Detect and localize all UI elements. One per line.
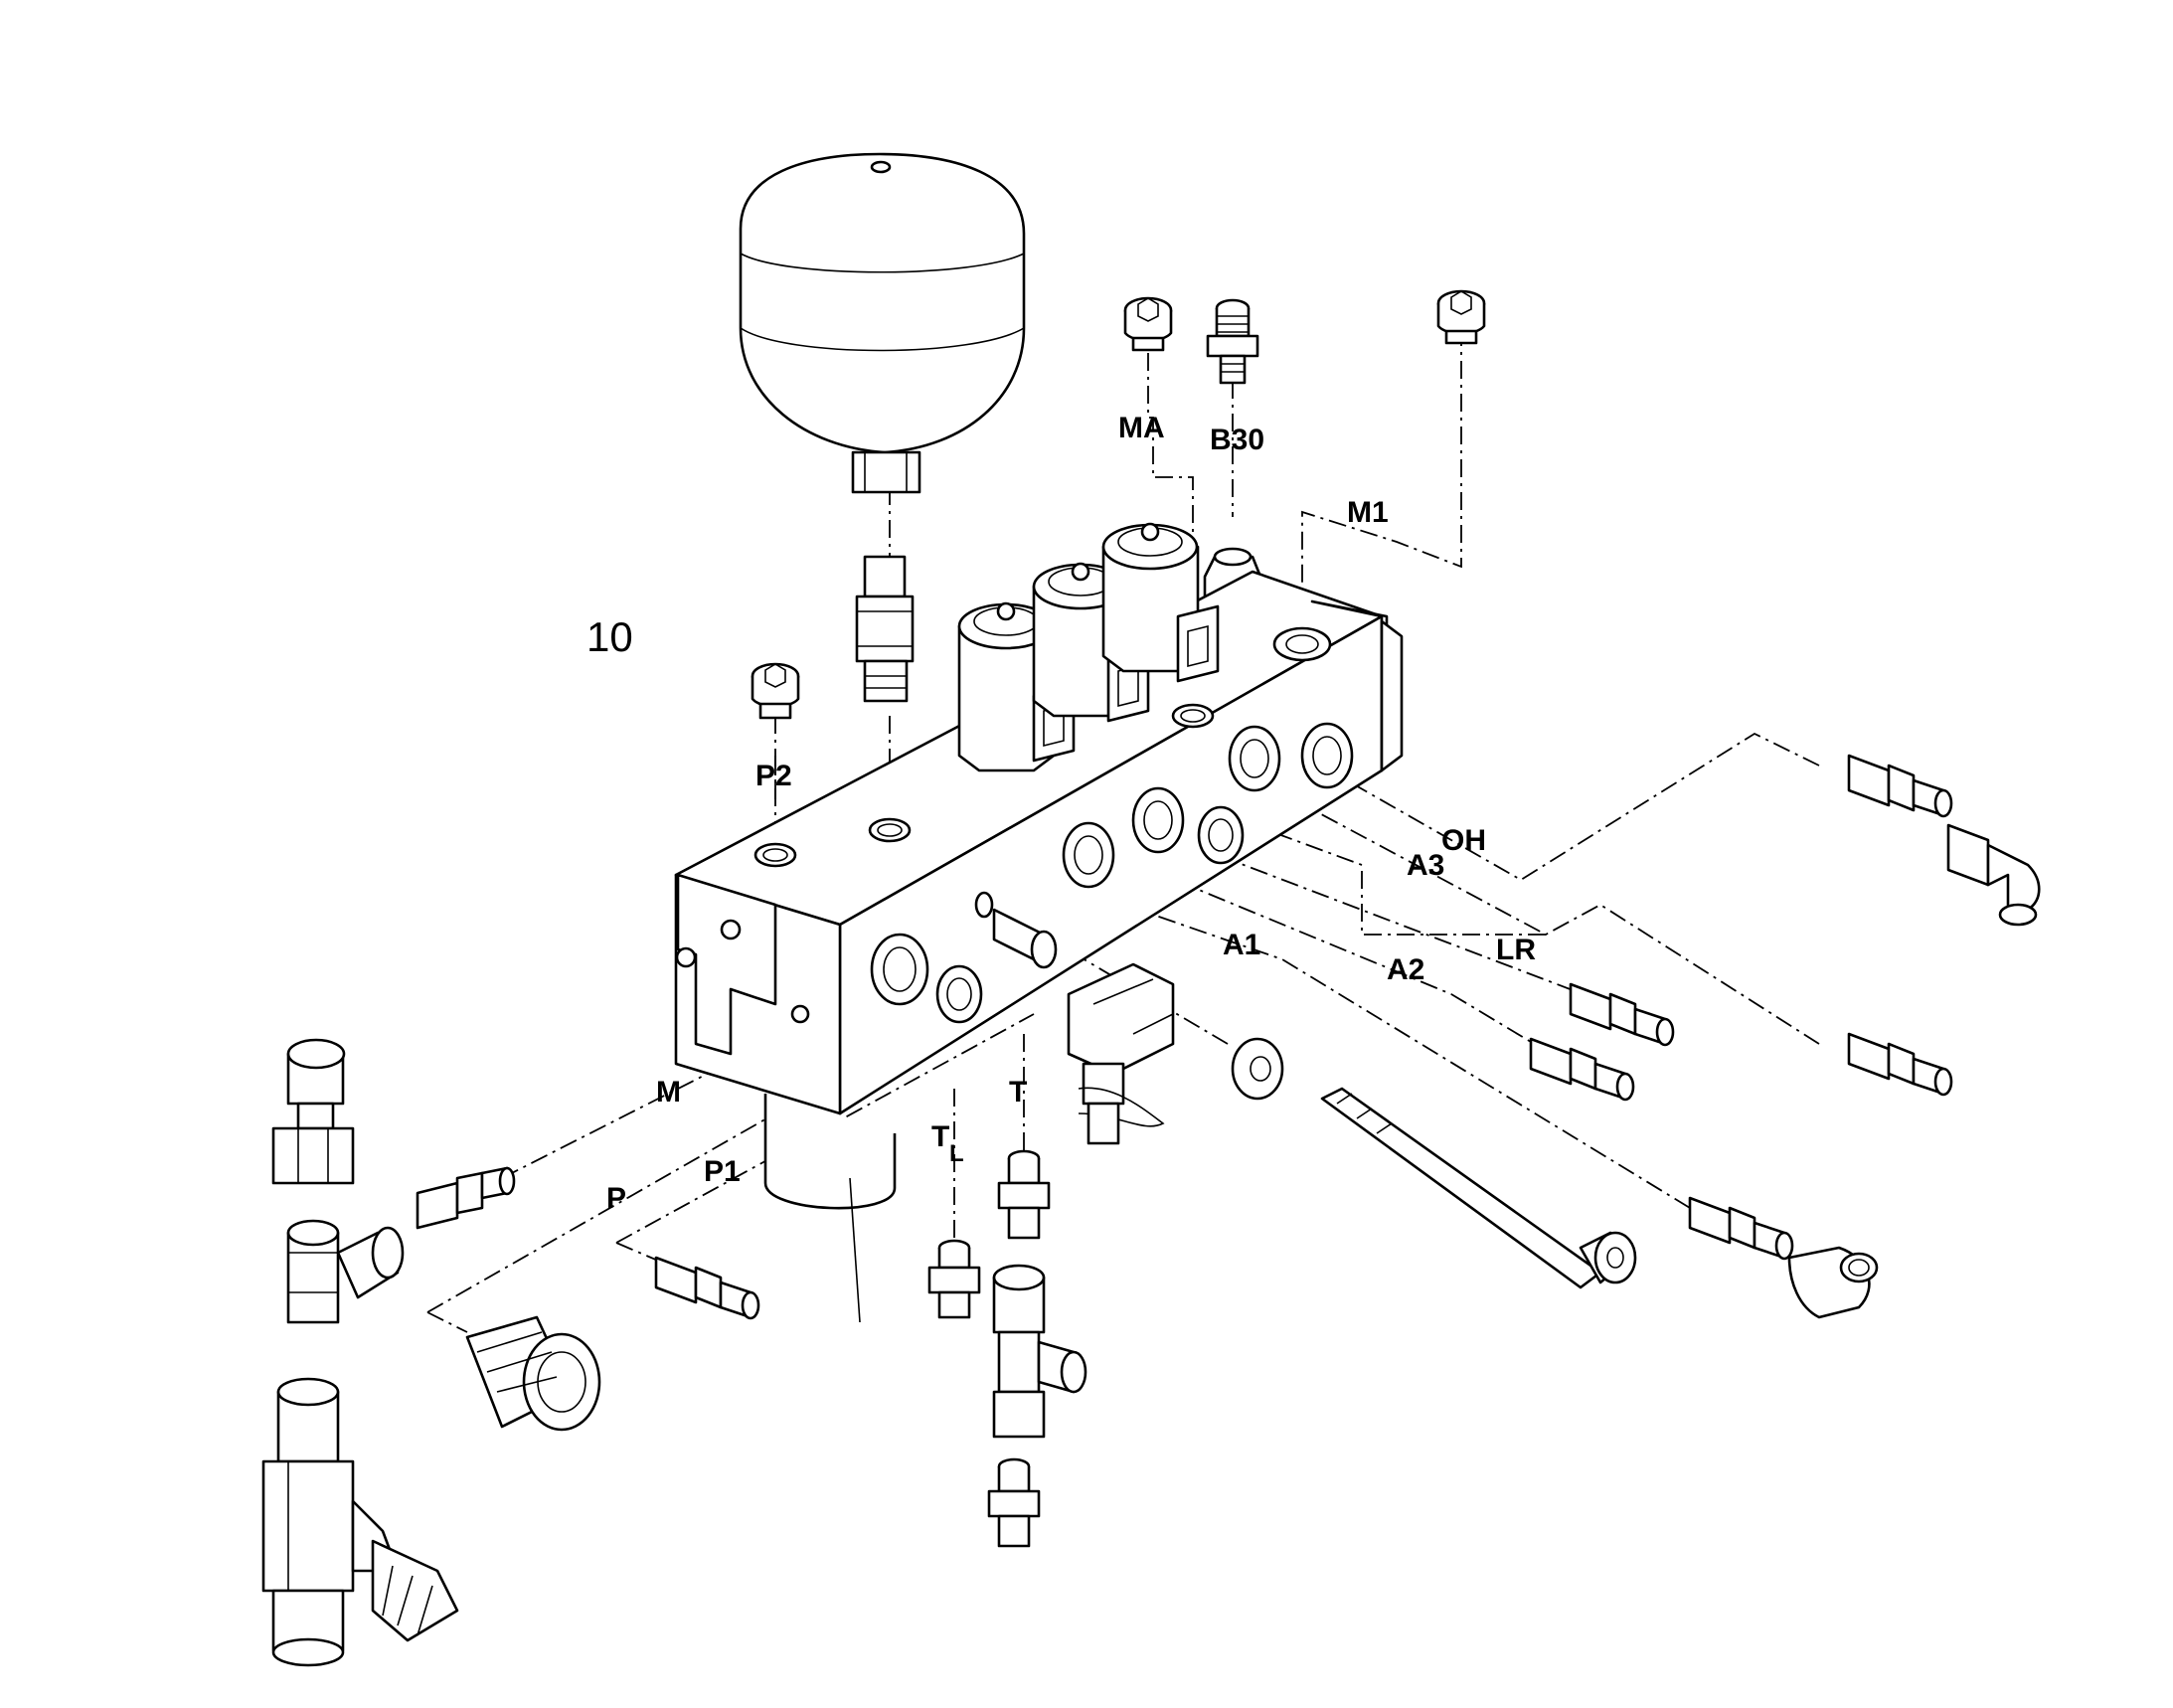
fitting-a1-elbow (1787, 1246, 1879, 1319)
fitting-p1 (654, 1256, 760, 1320)
fitting-oh-elbow (1946, 823, 2041, 927)
label-tl-subscript: L (949, 1140, 964, 1167)
adapter-p-large (465, 1315, 601, 1432)
label-a1: A1 (1223, 929, 1260, 961)
left-cap-fitting (271, 1038, 355, 1185)
label-m: M (656, 1076, 681, 1109)
fitting-m (416, 1166, 516, 1230)
label-tl: T (931, 1120, 949, 1153)
label-a2: A2 (1387, 953, 1424, 986)
label-p1: P1 (704, 1155, 741, 1188)
label-a3: A3 (1407, 849, 1444, 882)
solenoid-1 (957, 601, 1076, 772)
plug-b30 (1206, 298, 1259, 385)
plug-m1 (1436, 289, 1486, 345)
fitting-a3 (1847, 1032, 1953, 1097)
label-t: T (1009, 1076, 1027, 1109)
solenoid-3 (1101, 522, 1220, 683)
reference-number: 10 (586, 613, 633, 660)
long-bolt (1320, 1087, 1637, 1289)
label-oh: OH (1441, 824, 1486, 857)
fitting-a1 (1688, 1196, 1794, 1261)
fitting-oh-straight (1847, 754, 1953, 818)
label-lr: LR (1496, 934, 1536, 966)
fitting-t-lower (987, 1457, 1041, 1548)
fitting-a2 (1569, 982, 1675, 1047)
fitting-lr (1529, 1037, 1635, 1102)
washer (1231, 1037, 1284, 1101)
label-p: P (606, 1182, 626, 1215)
plug-ma (1123, 296, 1173, 352)
label-m1: M1 (1347, 496, 1389, 529)
accumulator-adapter (855, 555, 915, 703)
plug-p2 (751, 662, 800, 720)
label-p2: P2 (755, 760, 792, 792)
fitting-t (997, 1149, 1051, 1240)
fitting-tl (927, 1239, 981, 1319)
accumulator-sphere (739, 152, 1026, 494)
labels: 10 MA B30 M1 P2 OH A3 A1 A2 LR M T T L P… (586, 412, 1536, 1215)
label-b30: B30 (1210, 424, 1264, 456)
left-tee-fitting (286, 1219, 405, 1324)
tee-fitting-bottom (992, 1264, 1087, 1439)
label-ma: MA (1118, 412, 1165, 444)
left-flow-valve (261, 1377, 459, 1667)
